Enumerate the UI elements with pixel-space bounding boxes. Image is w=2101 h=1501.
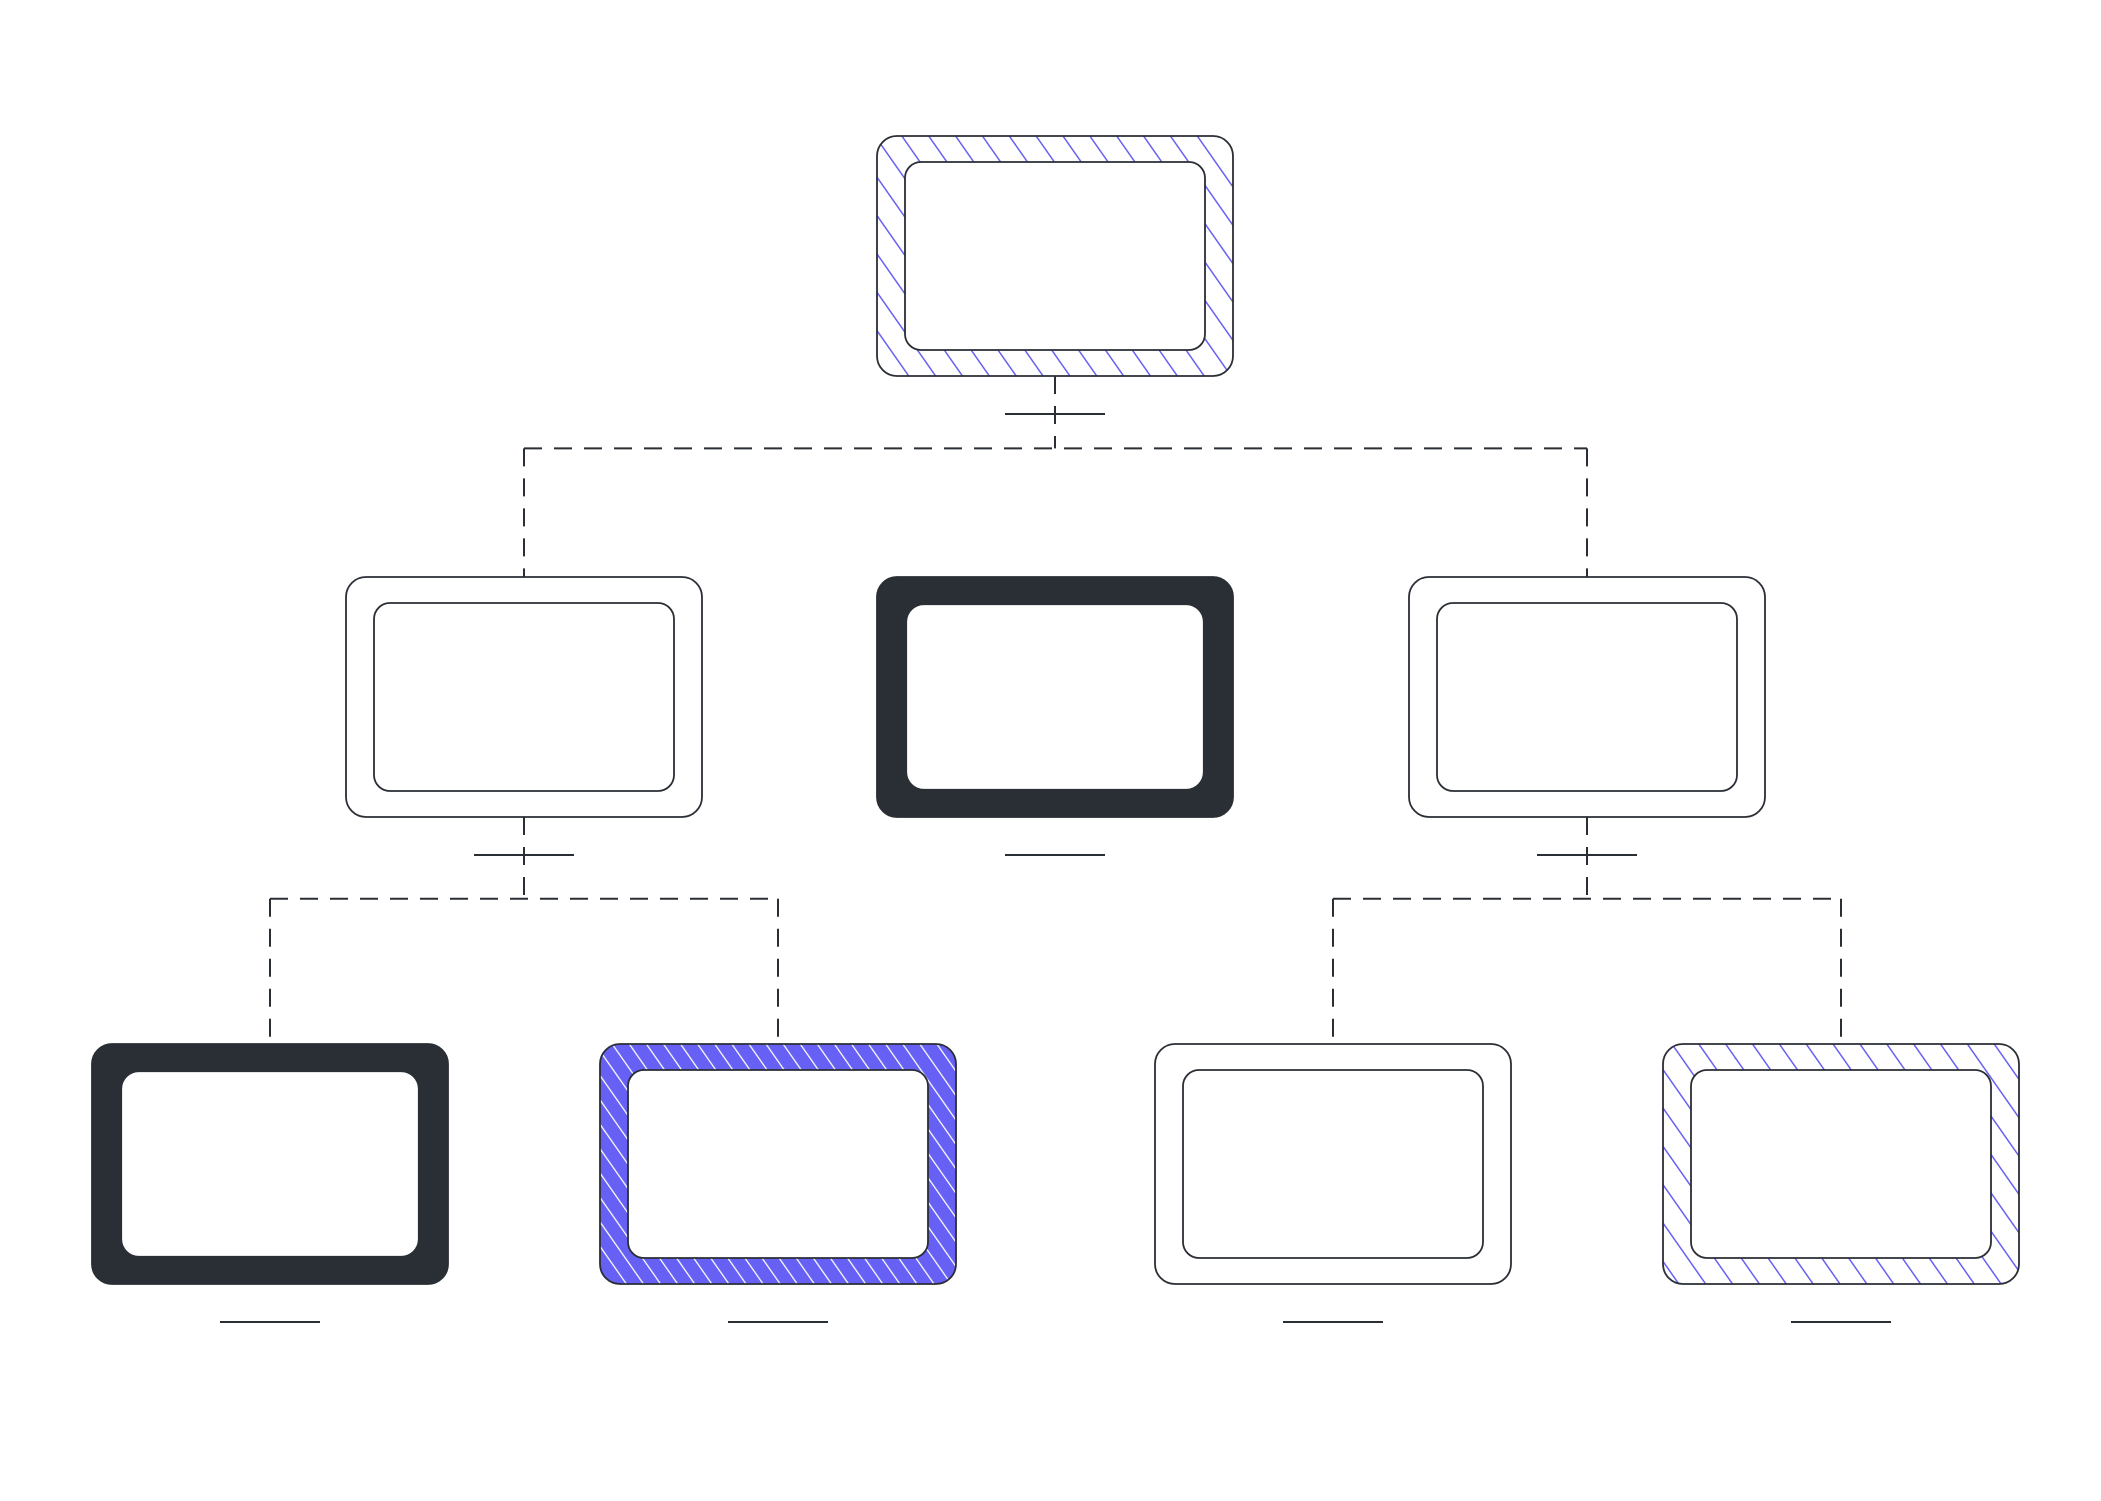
connectors-layer <box>269 376 1842 1044</box>
node-l2-d[interactable] <box>1662 1043 2020 1323</box>
node-l2-c[interactable] <box>1154 1043 1512 1323</box>
node-inner-panel <box>1690 1069 1992 1259</box>
node-inner-panel <box>627 1069 929 1259</box>
node-inner-panel <box>373 602 675 792</box>
node-l1-c[interactable] <box>1408 576 1766 856</box>
node-l2-b[interactable] <box>599 1043 957 1323</box>
nodes-layer <box>91 135 2020 1323</box>
node-inner-panel <box>907 605 1203 789</box>
node-inner-panel <box>1182 1069 1484 1259</box>
node-inner-panel <box>1436 602 1738 792</box>
node-inner-panel <box>122 1072 418 1256</box>
node-l2-a[interactable] <box>91 1043 449 1323</box>
node-l1-b[interactable] <box>876 576 1234 856</box>
node-root[interactable] <box>876 135 1234 415</box>
node-inner-panel <box>904 161 1206 351</box>
node-l1-a[interactable] <box>345 576 703 856</box>
